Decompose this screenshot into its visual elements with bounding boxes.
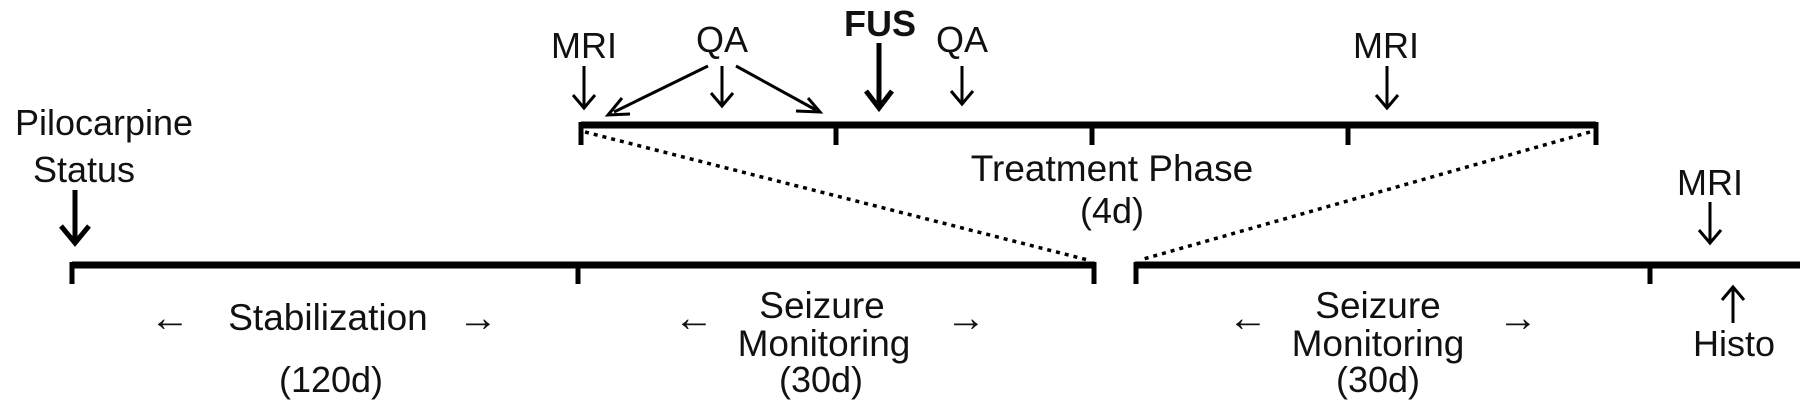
histo-up-arrow xyxy=(1720,284,1746,323)
stabilization-label: Stabilization xyxy=(228,297,428,338)
zoom-dotted-line-right xyxy=(1139,130,1591,262)
seizure-2-label-line1: Seizure xyxy=(1315,285,1440,326)
histo-label: Histo xyxy=(1693,323,1775,364)
seizure-1-duration: (30d) xyxy=(779,359,863,400)
fus-down-arrow xyxy=(864,43,894,113)
pilocarpine-label-line2: Status xyxy=(33,149,135,190)
mri-1-down-arrow xyxy=(571,66,597,111)
seizure-2-left-arrow: ← xyxy=(1228,296,1268,340)
seizure-1-label-line2: Monitoring xyxy=(738,323,911,364)
main-timeline xyxy=(69,261,1800,284)
pilocarpine-down-arrow xyxy=(59,190,91,247)
treatment-timeline xyxy=(578,121,1599,262)
mri-right-down-arrow xyxy=(1697,202,1723,246)
mri-label-2: MRI xyxy=(1353,25,1419,66)
qa-fan-arrows xyxy=(604,64,824,117)
stabilization-duration: (120d) xyxy=(279,359,383,400)
stabilization-left-arrow: ← xyxy=(150,296,190,340)
seizure-2-duration: (30d) xyxy=(1336,359,1420,400)
stabilization-right-arrow: → xyxy=(458,296,498,340)
pilocarpine-label-line1: Pilocarpine xyxy=(15,102,193,143)
zoom-dotted-line-left xyxy=(584,130,1089,262)
mri-2-down-arrow xyxy=(1374,66,1400,111)
seizure-2-label-line2: Monitoring xyxy=(1292,323,1465,364)
treatment-phase-title: Treatment Phase xyxy=(971,148,1253,189)
qa-2-down-arrow xyxy=(949,66,975,107)
treatment-phase-duration: (4d) xyxy=(1080,190,1144,231)
seizure-1-label-line1: Seizure xyxy=(759,285,884,326)
seizure-1-right-arrow: → xyxy=(946,296,986,340)
mri-label-right: MRI xyxy=(1677,162,1743,203)
fus-label: FUS xyxy=(844,3,916,44)
seizure-2-right-arrow: → xyxy=(1498,296,1538,340)
mri-label-1: MRI xyxy=(551,25,617,66)
seizure-1-left-arrow: ← xyxy=(674,296,714,340)
qa-label-1: QA xyxy=(696,19,748,60)
qa-label-2: QA xyxy=(936,19,988,60)
top-arrows xyxy=(59,43,1746,323)
